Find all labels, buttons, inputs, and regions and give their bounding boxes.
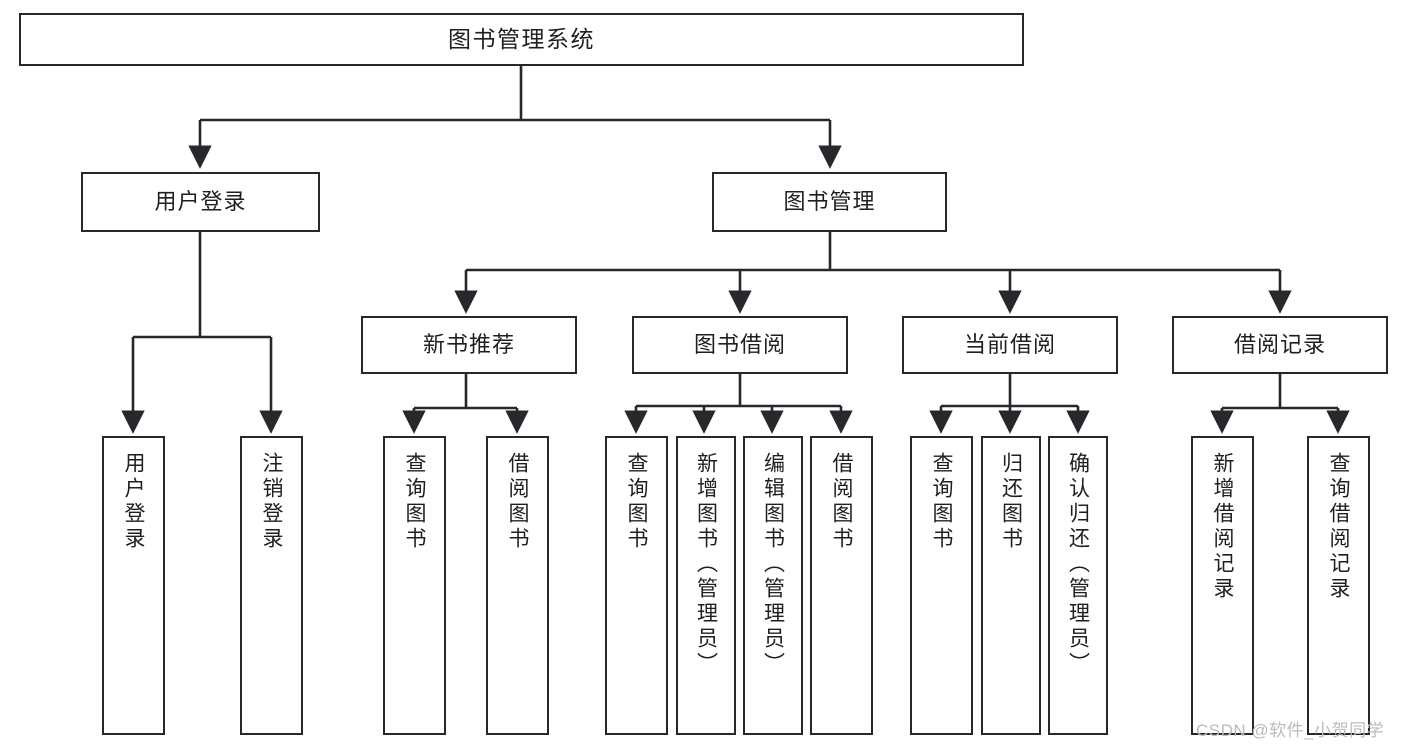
node-label: 图书借阅 [693, 332, 786, 358]
node-label: 借阅图书 [830, 452, 853, 552]
node-label: 用户登录 [154, 189, 247, 215]
leaf-new-book-query-book[interactable]: 查询图书 [383, 436, 446, 735]
leaf-book-borrow-edit-book-admin[interactable]: 编辑图书（管理员） [743, 436, 803, 735]
node-label: 新增借阅记录 [1211, 452, 1234, 602]
node-label: 查询图书 [930, 452, 953, 552]
node-label: 图书管理 [783, 189, 876, 215]
node-root-book-management-system[interactable]: 图书管理系统 [19, 13, 1024, 66]
node-label: 确认归还（管理员） [1066, 452, 1090, 677]
leaf-current-borrow-confirm-return-admin[interactable]: 确认归还（管理员） [1048, 436, 1108, 735]
leaf-current-borrow-return-book[interactable]: 归还图书 [981, 436, 1041, 735]
node-book-borrow[interactable]: 图书借阅 [632, 316, 848, 374]
node-book-management[interactable]: 图书管理 [712, 172, 947, 232]
node-label: 用户登录 [122, 452, 145, 552]
node-new-book-recommend[interactable]: 新书推荐 [361, 316, 577, 374]
node-label: 借阅图书 [506, 452, 529, 552]
node-label: 编辑图书（管理员） [761, 452, 785, 677]
leaf-new-book-borrow-book[interactable]: 借阅图书 [486, 436, 549, 735]
csdn-watermark: CSDN @软件_小贺同学 [1196, 721, 1385, 740]
node-label: 图书管理系统 [448, 25, 595, 52]
leaf-current-borrow-query-book[interactable]: 查询图书 [910, 436, 973, 735]
node-borrow-record[interactable]: 借阅记录 [1172, 316, 1388, 374]
node-label: 新书推荐 [422, 332, 515, 358]
node-label: 归还图书 [999, 452, 1023, 552]
leaf-user-login-logout[interactable]: 注销登录 [240, 436, 303, 735]
node-label: 当前借阅 [963, 332, 1056, 358]
leaf-book-borrow-add-book-admin[interactable]: 新增图书（管理员） [676, 436, 736, 735]
node-current-borrow[interactable]: 当前借阅 [902, 316, 1118, 374]
leaf-user-login-login[interactable]: 用户登录 [102, 436, 165, 735]
node-label: 查询图书 [403, 452, 426, 552]
node-user-login[interactable]: 用户登录 [81, 172, 320, 232]
node-label: 注销登录 [260, 452, 283, 552]
node-label: 新增图书（管理员） [694, 452, 718, 677]
leaf-borrow-record-add-record[interactable]: 新增借阅记录 [1191, 436, 1254, 735]
node-label: 查询借阅记录 [1327, 452, 1350, 602]
leaf-book-borrow-borrow-book[interactable]: 借阅图书 [810, 436, 873, 735]
node-label: 借阅记录 [1233, 332, 1326, 358]
leaf-borrow-record-query-record[interactable]: 查询借阅记录 [1307, 436, 1370, 735]
node-label: 查询图书 [625, 452, 648, 552]
leaf-book-borrow-query-book[interactable]: 查询图书 [605, 436, 668, 735]
